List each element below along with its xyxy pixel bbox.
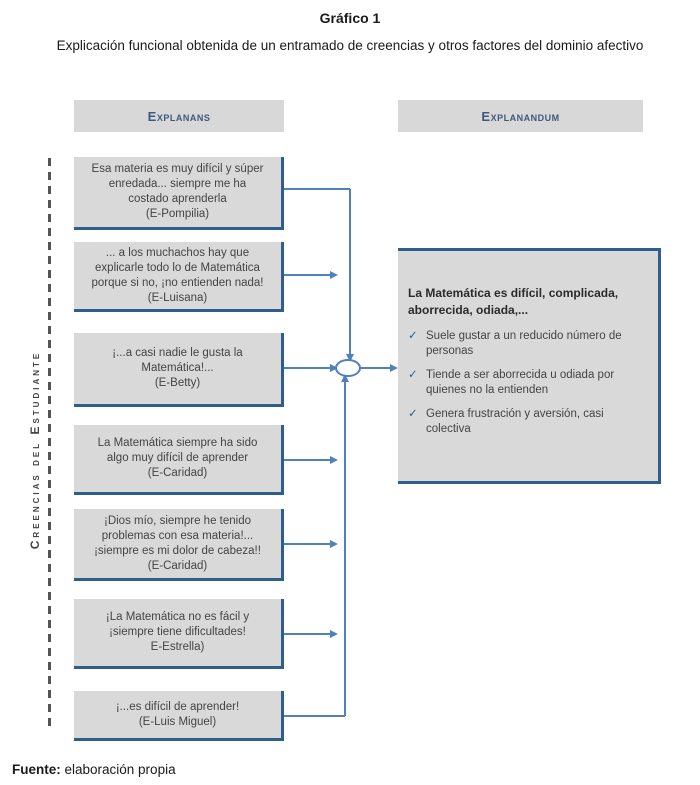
belief-text-line: (E-Caridad) bbox=[147, 559, 208, 572]
belief-text-line: La Matemática siempre ha sido bbox=[97, 437, 258, 449]
belief-text-line: ¡Dios mío, siempre he tenido bbox=[103, 514, 251, 527]
belief-text-line: Esa materia es muy difícil y súper bbox=[91, 163, 264, 175]
figure-subtitle: Explicación funcional obtenida de un ent… bbox=[56, 38, 644, 53]
check-icon: ✓ bbox=[408, 408, 418, 420]
belief-box: ¡...es difícil de aprender! (E-Luis Migue… bbox=[74, 691, 284, 741]
belief-text-line: ¡...a casi nadie le gusta la bbox=[112, 347, 243, 359]
belief-text-line: algo muy difícil de aprender bbox=[106, 452, 249, 464]
belief-text-line: ¡...es difícil de aprender! bbox=[115, 700, 240, 713]
belief-box: Esa materia es muy difícil y súper enreda… bbox=[74, 157, 284, 230]
belief-text-line: ¡La Matemática no es fácil y bbox=[105, 611, 250, 623]
list-item: ✓Tiende a ser aborrecida u odiada por qu… bbox=[408, 369, 615, 396]
source-label: Fuente: bbox=[12, 762, 61, 777]
figure-title: Gráfico 1 bbox=[319, 10, 381, 26]
belief-text-line: costado aprenderla bbox=[128, 193, 227, 205]
belief-text-line: (E-Luisana) bbox=[147, 291, 208, 304]
explanandum-box: La Matemática es difícil, complicada, ab… bbox=[398, 248, 661, 484]
belief-text-line: explicarle todo lo de Matemática bbox=[95, 261, 260, 274]
belief-text-line: ... a los muchachos hay que bbox=[105, 246, 250, 259]
explanandum-main-statement: La Matemática es difícil, complicada, ab… bbox=[408, 286, 619, 317]
belief-text-line: Matemática!... bbox=[141, 362, 214, 374]
belief-box: ¡La Matemática no es fácil y ¡siempre tie… bbox=[74, 599, 284, 669]
list-item: ✓Genera frustración y aversión, casi col… bbox=[408, 408, 604, 435]
belief-box: ... a los muchachos hay que explicarle to… bbox=[74, 242, 284, 312]
belief-text-line: (E-Pompilia) bbox=[145, 208, 210, 220]
belief-text-line: (E-Caridad) bbox=[147, 467, 208, 479]
list-item: ✓Suele gustar a un reducido número de pe… bbox=[408, 330, 622, 357]
belief-text-line: enredada... siempre me ha bbox=[108, 178, 247, 190]
belief-text-line: ¡siempre es mi dolor de cabeza!! bbox=[94, 544, 261, 557]
source-note: Fuente: elaboración propia bbox=[12, 762, 176, 777]
belief-text-line: porque si no, ¡no entienden nada! bbox=[91, 276, 264, 289]
dashed-divider bbox=[48, 158, 51, 728]
check-icon: ✓ bbox=[408, 369, 418, 381]
check-icon: ✓ bbox=[408, 330, 418, 342]
belief-box: La Matemática siempre ha sido algo muy di… bbox=[74, 425, 284, 495]
belief-text-line: (E-Luis Miguel) bbox=[138, 715, 217, 728]
belief-box: ¡...a casi nadie le gusta la Matemática!.… bbox=[74, 333, 284, 407]
belief-text-line: ¡siempre tiene dificultades! bbox=[109, 626, 246, 638]
explanandum-header: Explanandum bbox=[398, 100, 643, 132]
source-text: elaboración propia bbox=[60, 762, 176, 777]
belief-text-line: (E-Betty) bbox=[154, 377, 201, 389]
explanandum-list: ✓Suele gustar a un reducido número de pe… bbox=[408, 329, 648, 437]
belief-text-line: problemas con esa materia!... bbox=[101, 529, 254, 542]
belief-text-line: E-Estrella) bbox=[150, 641, 205, 653]
explanans-header: Explanans bbox=[74, 100, 284, 132]
belief-box: ¡Dios mío, siempre he tenido problemas co… bbox=[74, 509, 284, 581]
junction-circle bbox=[335, 359, 361, 377]
